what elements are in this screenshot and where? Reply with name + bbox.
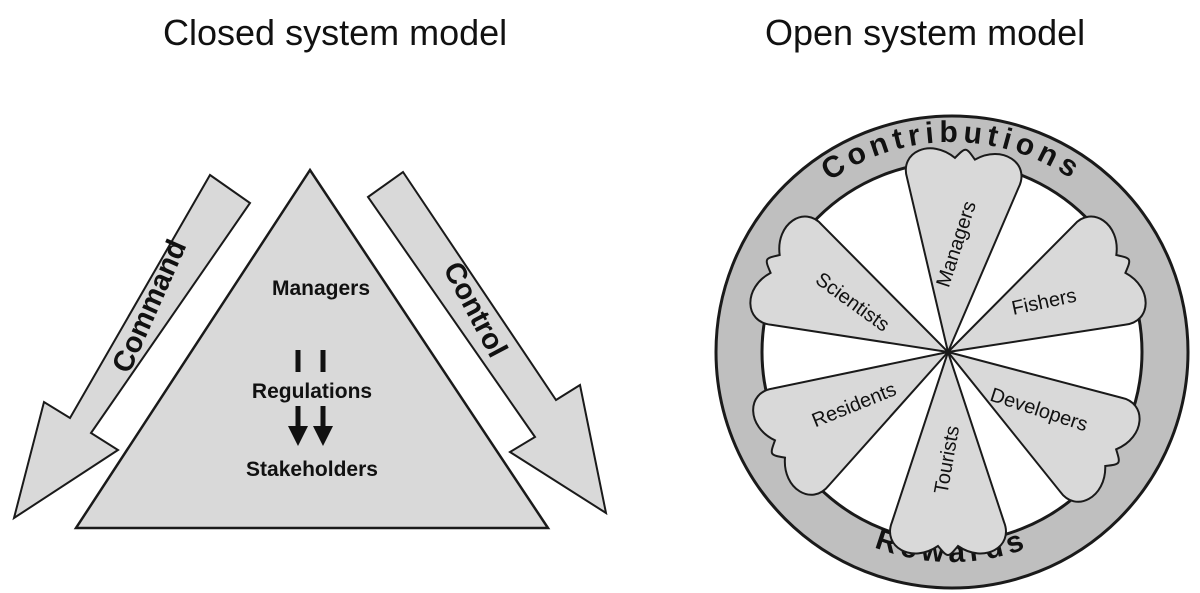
- stakeholder-petals: ManagersFishersDevelopersTouristsResiden…: [749, 147, 1147, 556]
- petal-residents: [752, 350, 951, 496]
- petal-managers: [904, 147, 1023, 356]
- petal-developers: [945, 350, 1141, 503]
- control-arrow: [366, 170, 608, 516]
- closed-system-model: Command Control Managers Regulations Sta…: [12, 167, 608, 530]
- regulations-label-bg: [240, 374, 386, 406]
- triangle-label-regulations: Regulations: [252, 380, 372, 403]
- open-model-title: Open system model: [765, 12, 1086, 53]
- triangle-label-stakeholders: Stakeholders: [246, 458, 378, 481]
- petal-scientists: [749, 215, 951, 354]
- hierarchy-triangle: [73, 167, 551, 530]
- command-label: Command: [106, 235, 193, 378]
- petal-fishers: [945, 215, 1147, 354]
- petal-tourists: [889, 348, 1007, 556]
- command-arrow: [12, 173, 252, 521]
- open-system-model: Contributions Rewards ManagersFishersDev…: [714, 114, 1190, 590]
- triangle-label-managers: Managers: [272, 277, 370, 300]
- closed-model-title: Closed system model: [163, 12, 508, 53]
